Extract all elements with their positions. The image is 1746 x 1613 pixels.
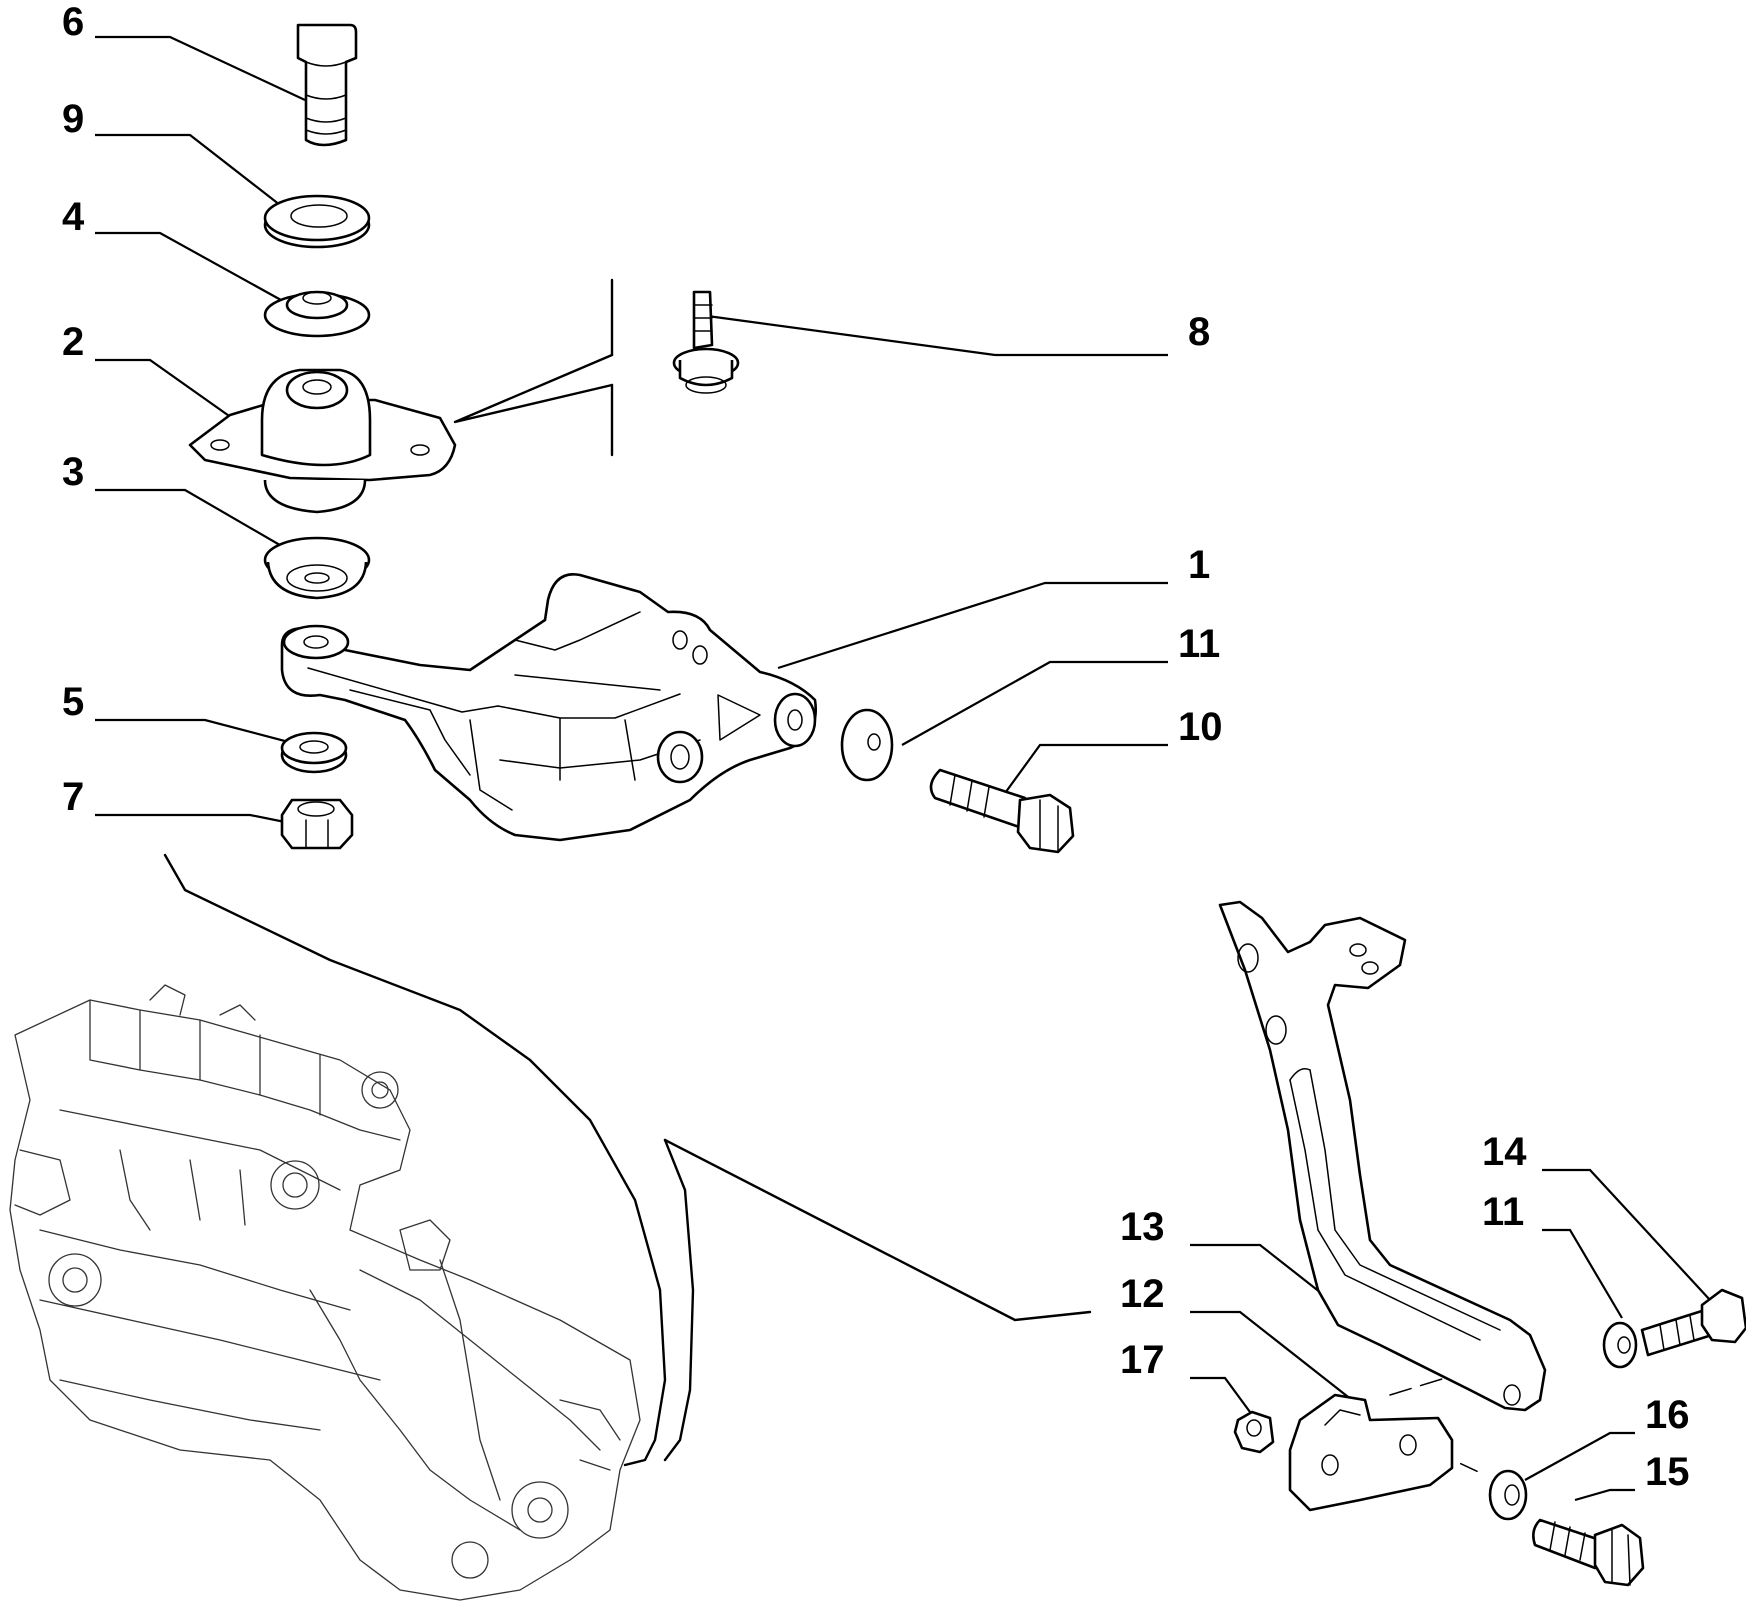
callout-16: 16 bbox=[1645, 1393, 1690, 1437]
part-7-nut bbox=[280, 798, 354, 850]
callout-5: 5 bbox=[62, 680, 85, 724]
leader-13 bbox=[1190, 1243, 1331, 1301]
part-8-stud-bolt bbox=[453, 278, 740, 457]
part-3-lower-cup bbox=[263, 536, 371, 600]
callout-1: 1 bbox=[1188, 543, 1211, 587]
callout-14: 14 bbox=[1482, 1130, 1527, 1174]
leader-2 bbox=[95, 358, 233, 419]
part-13-bracket bbox=[1218, 900, 1547, 1412]
leader-11b bbox=[1542, 1228, 1623, 1319]
callout-11: 11 bbox=[1178, 622, 1221, 666]
engine-outline bbox=[9, 853, 1092, 1601]
leader-11a bbox=[901, 660, 1168, 746]
leader-10 bbox=[999, 743, 1168, 801]
callout-7: 7 bbox=[62, 775, 85, 819]
callout-12: 12 bbox=[1120, 1272, 1165, 1316]
part-10-bolt bbox=[929, 768, 1075, 854]
leader-lines bbox=[95, 35, 1711, 1502]
part-5-washer bbox=[280, 731, 348, 774]
callout-13: 13 bbox=[1120, 1205, 1165, 1249]
leader-8 bbox=[699, 313, 1168, 357]
callout-8: 8 bbox=[1188, 310, 1211, 354]
leader-3 bbox=[95, 488, 286, 549]
leader-6 bbox=[95, 35, 306, 101]
part-17-nut bbox=[1233, 1410, 1275, 1454]
part-6-bolt bbox=[296, 23, 358, 147]
callout-2: 2 bbox=[62, 320, 85, 364]
part-11-washer-a bbox=[840, 708, 894, 782]
leader-4 bbox=[95, 231, 291, 306]
leader-16 bbox=[1524, 1431, 1635, 1481]
part-14-bolt bbox=[1640, 1288, 1746, 1357]
leader-7 bbox=[95, 813, 286, 824]
part-4-cup bbox=[263, 290, 371, 338]
part-2-rubber-mount bbox=[188, 368, 457, 514]
leader-14 bbox=[1542, 1168, 1711, 1301]
callout-9: 9 bbox=[62, 97, 85, 141]
leader-1 bbox=[777, 581, 1168, 670]
part-15-bolt bbox=[1532, 1518, 1645, 1587]
part-16-washer bbox=[1488, 1469, 1528, 1521]
leader-17 bbox=[1190, 1376, 1251, 1413]
part-9-washer bbox=[263, 194, 371, 249]
callout-4: 4 bbox=[62, 195, 85, 239]
leader-5 bbox=[95, 718, 301, 747]
leader-9 bbox=[95, 133, 281, 206]
callout-15: 15 bbox=[1645, 1450, 1690, 1494]
callout-11b: 11 bbox=[1482, 1190, 1525, 1234]
part-1-bracket bbox=[280, 573, 818, 842]
part-11-washer-b bbox=[1602, 1321, 1638, 1369]
callout-3: 3 bbox=[62, 450, 85, 494]
callout-10: 10 bbox=[1178, 705, 1223, 749]
callout-6: 6 bbox=[62, 0, 85, 44]
leader-15 bbox=[1574, 1488, 1635, 1502]
part-12-small-bracket bbox=[1288, 1393, 1454, 1512]
leader-12 bbox=[1190, 1310, 1353, 1401]
callout-17: 17 bbox=[1120, 1338, 1165, 1382]
